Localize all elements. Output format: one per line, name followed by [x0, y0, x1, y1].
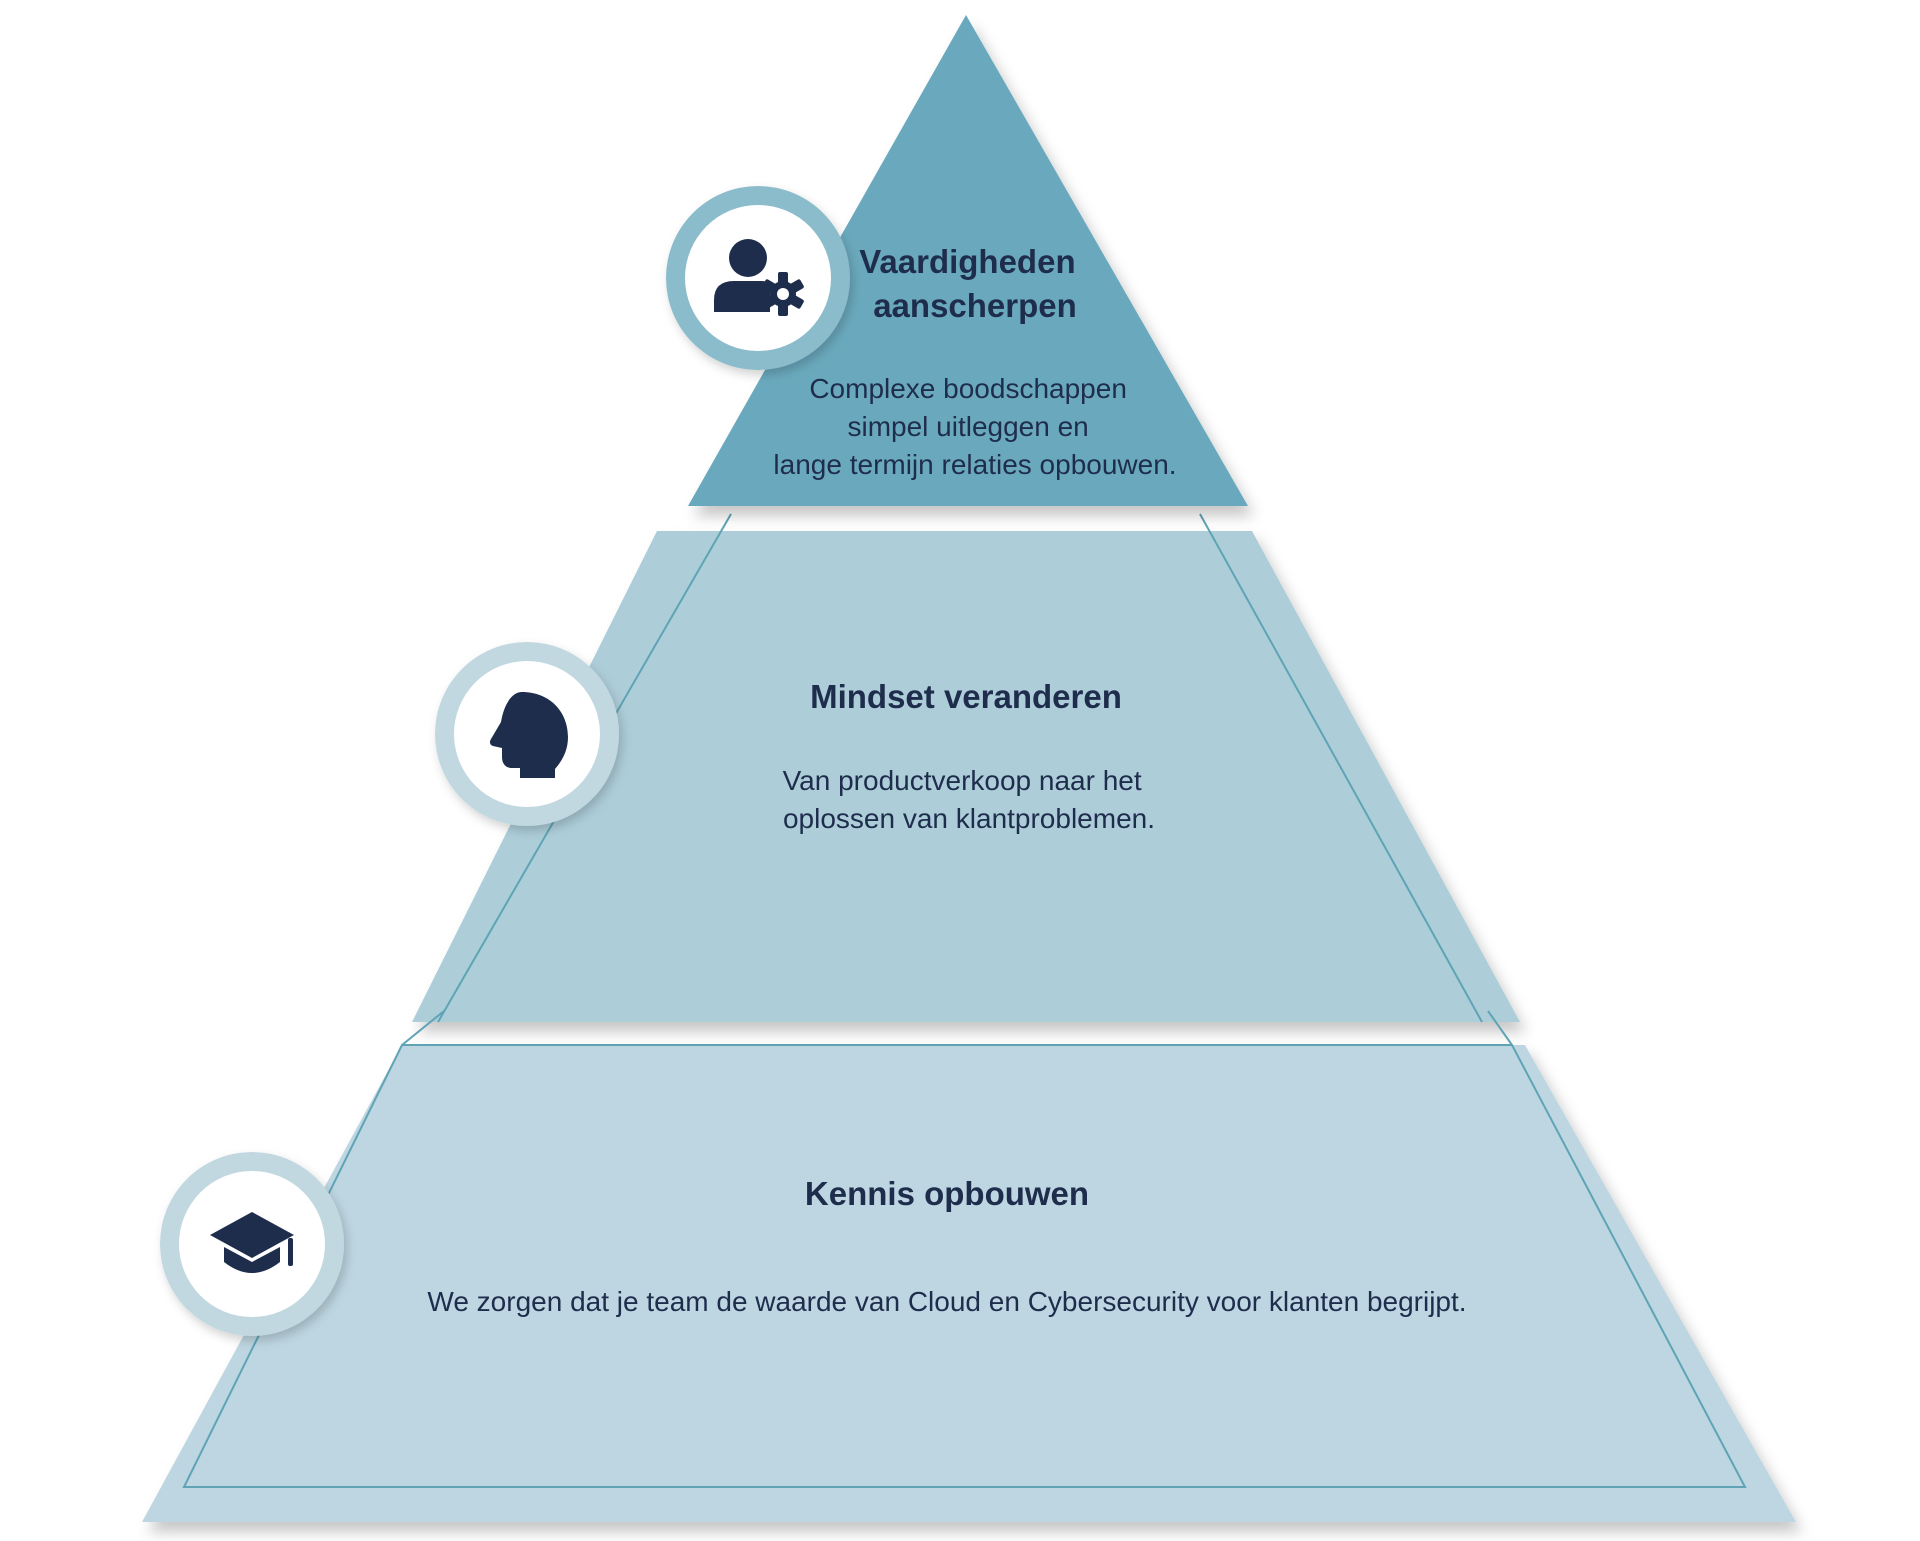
tier-middle-shape — [412, 531, 1520, 1022]
tier-middle-title-line-1: Mindset veranderen — [810, 678, 1122, 715]
brain-head-icon — [489, 692, 568, 778]
tier-vaardigheden-aanscherpen — [688, 15, 1248, 506]
tier-middle-description: Van productverkoop naar het oplossen van… — [783, 765, 1155, 834]
tier-top-shape — [688, 15, 1248, 506]
tier-middle-description-line-2: oplossen van klantproblemen. — [783, 803, 1155, 834]
tier-bottom-shape — [142, 1045, 1796, 1522]
tier-bottom-title-line-1: Kennis opbouwen — [805, 1175, 1089, 1212]
tier-bottom-outline — [182, 1044, 1747, 1488]
tier-top-title: Vaardigheden aanscherpen — [859, 243, 1085, 324]
tier-top-title-line-2: aanscherpen — [873, 287, 1077, 324]
tier-middle-outline-right — [1199, 513, 1483, 1023]
tier-top-description: Complexe boodschappen simpel uitleggen e… — [773, 373, 1176, 480]
tier-top-title-line-1: Vaardigheden — [859, 243, 1075, 280]
tier-kennis-opbouwen — [142, 1044, 1796, 1522]
tier-bottom-outline-left-top — [401, 1010, 445, 1046]
tier-top-badge-disc — [685, 205, 831, 351]
tier-middle-title: Mindset veranderen — [810, 678, 1122, 715]
tier-bottom-outline-right-top — [1487, 1010, 1513, 1046]
tier-bottom-description: We zorgen dat je team de waarde van Clou… — [427, 1286, 1466, 1317]
tier-top-description-line-3: lange termijn relaties opbouwen. — [773, 449, 1176, 480]
graduation-cap-icon — [210, 1212, 294, 1273]
tier-middle-description-line-1: Van productverkoop naar het — [783, 765, 1142, 796]
tier-top-badge — [666, 186, 850, 370]
tier-bottom-title: Kennis opbouwen — [805, 1175, 1089, 1212]
tier-top-description-line-1: Complexe boodschappen — [809, 373, 1127, 404]
tier-top-description-line-2: simpel uitleggen en — [847, 411, 1088, 442]
user-gear-icon — [714, 239, 804, 316]
tier-bottom-description-line-1: We zorgen dat je team de waarde van Clou… — [427, 1286, 1466, 1317]
